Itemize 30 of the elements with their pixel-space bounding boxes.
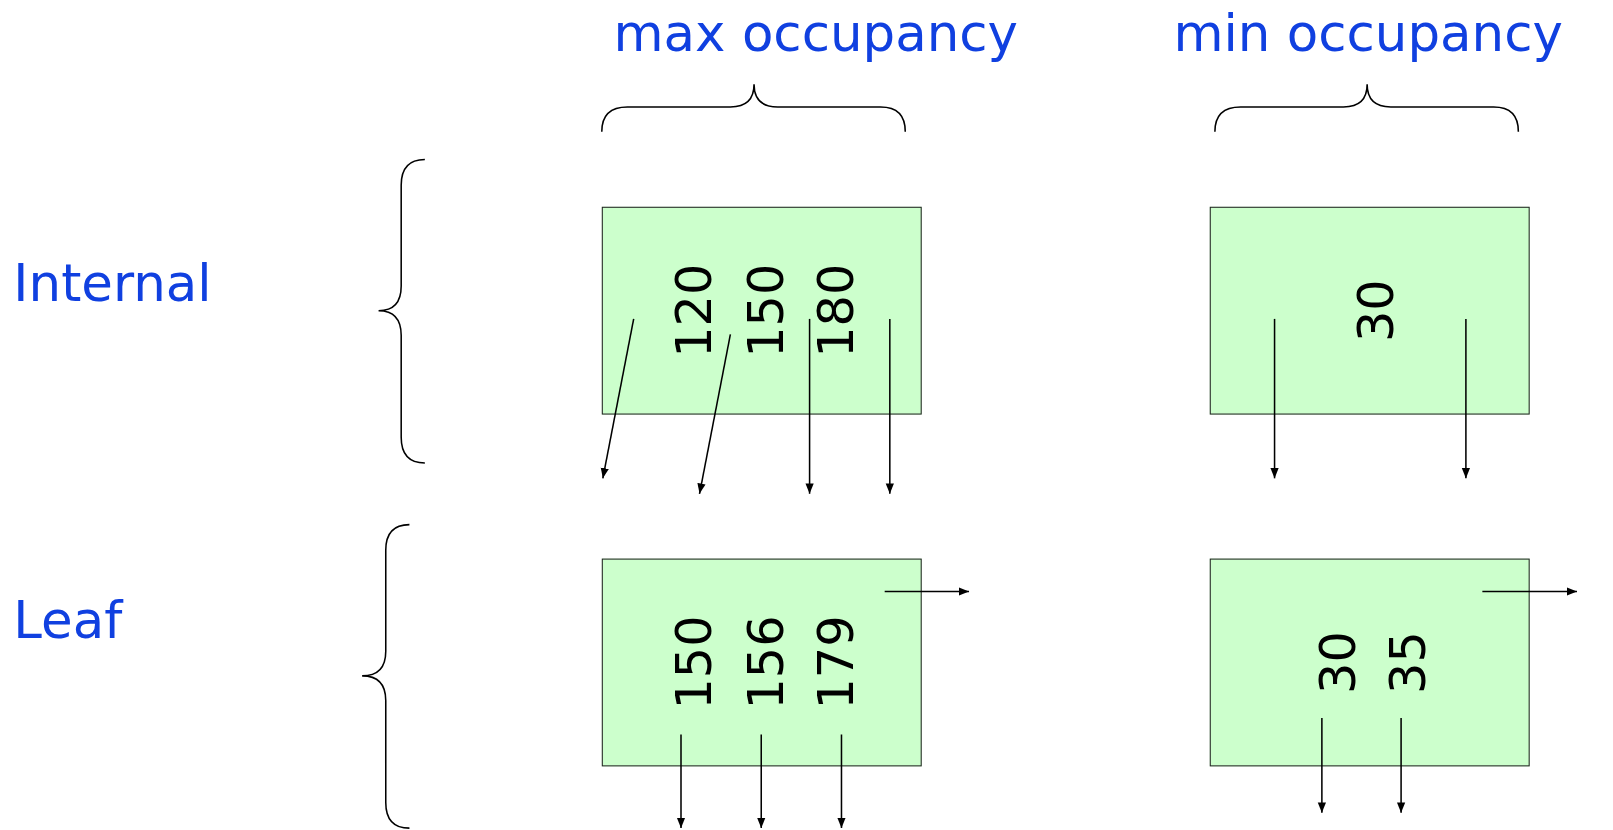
key-value: 156 — [740, 615, 791, 710]
pointer-arrow — [1481, 587, 1578, 596]
pointer-arrow — [883, 587, 970, 596]
tree-node-box — [601, 558, 922, 767]
column-heading: min occupancy — [1173, 8, 1563, 60]
key-value: 120 — [668, 263, 719, 358]
tree-node-box — [1209, 206, 1530, 415]
tree-node-box — [1209, 558, 1530, 767]
key-value: 150 — [668, 615, 719, 710]
pointer-arrow — [805, 318, 814, 495]
pointer-arrow — [697, 333, 732, 495]
pointer-arrow — [1317, 717, 1326, 814]
key-value: 30 — [1312, 631, 1362, 694]
pointer-arrow — [1461, 318, 1470, 480]
column-heading: max occupancy — [613, 8, 1019, 60]
key-value: 179 — [810, 615, 860, 710]
key-value: 150 — [740, 263, 791, 358]
pointer-arrow — [837, 733, 846, 829]
pointer-arrow — [676, 733, 686, 829]
row-heading: Leaf — [13, 594, 123, 646]
key-value: 30 — [1350, 279, 1401, 343]
key-value: 180 — [810, 263, 860, 358]
pointer-arrow — [1270, 318, 1279, 480]
tree-node-box — [601, 206, 922, 415]
row-heading: Internal — [13, 258, 212, 310]
pointer-arrow — [600, 318, 635, 480]
pointer-arrow — [757, 733, 766, 829]
pointer-arrow — [885, 318, 894, 495]
pointer-arrow — [1396, 717, 1406, 814]
key-value: 35 — [1382, 631, 1432, 694]
